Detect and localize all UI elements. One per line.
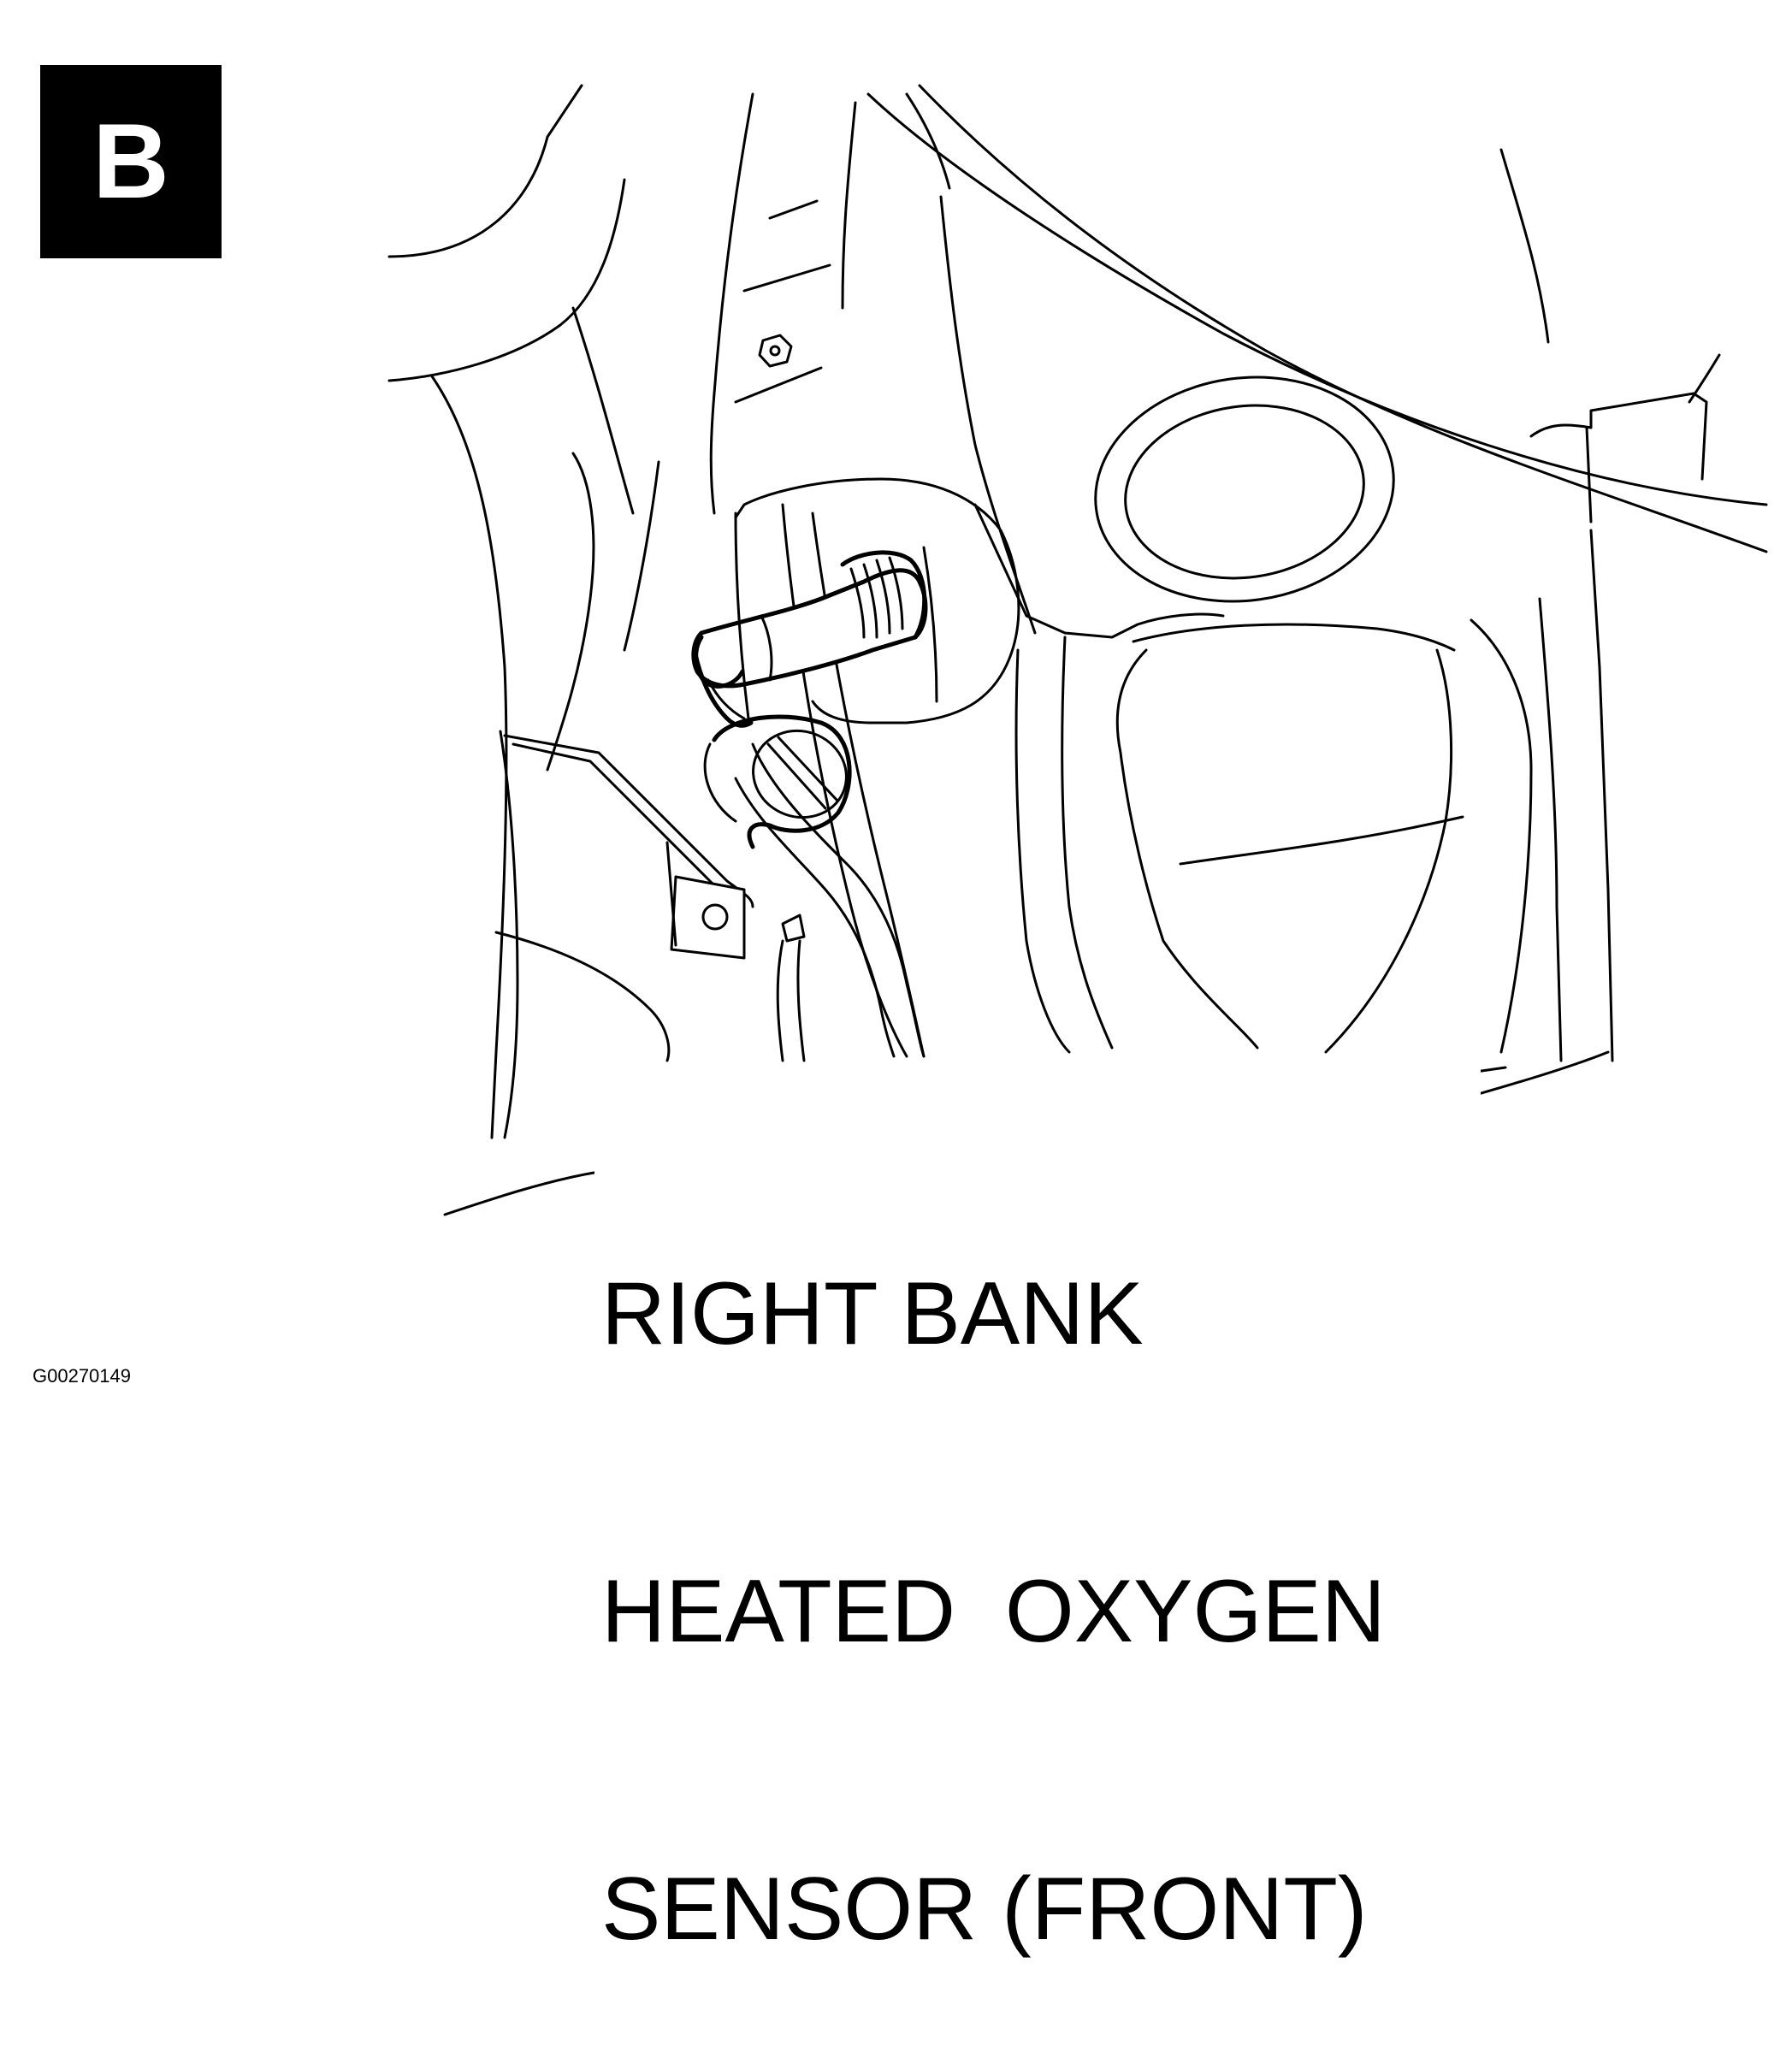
harness-lower-run xyxy=(776,939,784,1062)
lower-left-panel xyxy=(443,1170,600,1216)
left-diag-line xyxy=(546,452,595,772)
oxygen-sensor-line-drawing xyxy=(387,84,1768,1221)
caption-line-1: RIGHT BANK xyxy=(601,1264,1144,1363)
harness-clip xyxy=(781,914,806,943)
converter-housing-left xyxy=(1115,648,1259,1050)
oxygen-sensor-thread-2 xyxy=(862,563,878,639)
mounting-tab-side xyxy=(665,841,677,947)
socket-ring-lower xyxy=(703,742,737,823)
converter-housing-right xyxy=(1324,648,1453,1054)
lower-bracket xyxy=(503,734,754,908)
right-frame-rail-2 xyxy=(1538,597,1563,1062)
right-frame-rail xyxy=(1589,529,1614,1062)
figure-id: G00270149 xyxy=(33,1365,131,1387)
left-diag-line-2 xyxy=(623,460,660,652)
manifold-nut-center xyxy=(769,345,781,357)
sensor-wire-lower xyxy=(734,777,896,1058)
socket-slot-1 xyxy=(766,742,827,810)
socket-ring-outer xyxy=(712,714,852,849)
manifold-rib-1 xyxy=(768,199,819,220)
caption-line-3: SENSOR (FRONT) xyxy=(601,1860,1368,1959)
component-caption: RIGHT BANK HEATED OXYGEN SENSOR (FRONT) xyxy=(594,1062,1481,2058)
oxygen-sensor-connector-2 xyxy=(707,678,746,720)
manifold-rib-4 xyxy=(905,92,951,190)
socket-slot-2 xyxy=(777,736,838,801)
converter-far-left xyxy=(1014,648,1071,1054)
oxygen-sensor-neck xyxy=(760,614,773,682)
manifold-vertical-upper xyxy=(709,92,754,515)
oxygen-sensor-thread-3 xyxy=(875,559,891,635)
far-right-line xyxy=(1688,353,1721,404)
flange-edge-upper xyxy=(939,195,1037,635)
oxygen-sensor-thread-4 xyxy=(888,556,904,630)
converter-housing-top xyxy=(1132,623,1456,652)
view-badge-letter: B xyxy=(92,103,169,221)
oxygen-sensor-hex xyxy=(840,550,927,640)
caption-line-2: HEATED OXYGEN xyxy=(601,1562,1386,1661)
oxygen-sensor-thread-1 xyxy=(849,567,866,639)
lower-bracket-edge xyxy=(512,742,737,908)
right-bracket-inner xyxy=(1585,426,1593,523)
right-support-line xyxy=(1470,618,1533,1054)
oxygen-sensor-connector xyxy=(692,648,754,728)
converter-seam xyxy=(1179,815,1464,866)
harness-lower-run-2 xyxy=(796,939,806,1062)
view-badge: B xyxy=(40,65,222,258)
left-panel-edge xyxy=(387,178,626,382)
mounting-tab xyxy=(670,875,746,960)
tube-opening-outer xyxy=(1094,376,1395,603)
mounting-bolt-icon xyxy=(701,903,729,931)
manifold-vertical-right xyxy=(841,101,857,310)
lower-left-curve xyxy=(499,730,519,1139)
converter-lower-edge xyxy=(1061,636,1114,1050)
manifold-rib-2 xyxy=(742,263,831,293)
flange-ledge xyxy=(973,503,1225,639)
upper-tube-top xyxy=(866,92,1768,506)
sensor-shield-left xyxy=(734,512,750,720)
manifold-nut xyxy=(758,334,793,368)
lower-left-arc xyxy=(494,931,671,1062)
right-outer-curve xyxy=(1499,148,1550,344)
tube-opening-inner xyxy=(1124,404,1365,580)
upper-left-panel-outline xyxy=(387,84,583,258)
right-bracket-outline xyxy=(1529,392,1708,481)
manifold-left-edge xyxy=(430,375,508,1139)
sensor-shield-right xyxy=(922,546,938,703)
upper-tube-bottom xyxy=(918,84,1768,553)
manifold-rib-3 xyxy=(734,366,823,404)
socket-bore xyxy=(752,729,848,819)
manifold-inner-curve xyxy=(571,306,635,515)
